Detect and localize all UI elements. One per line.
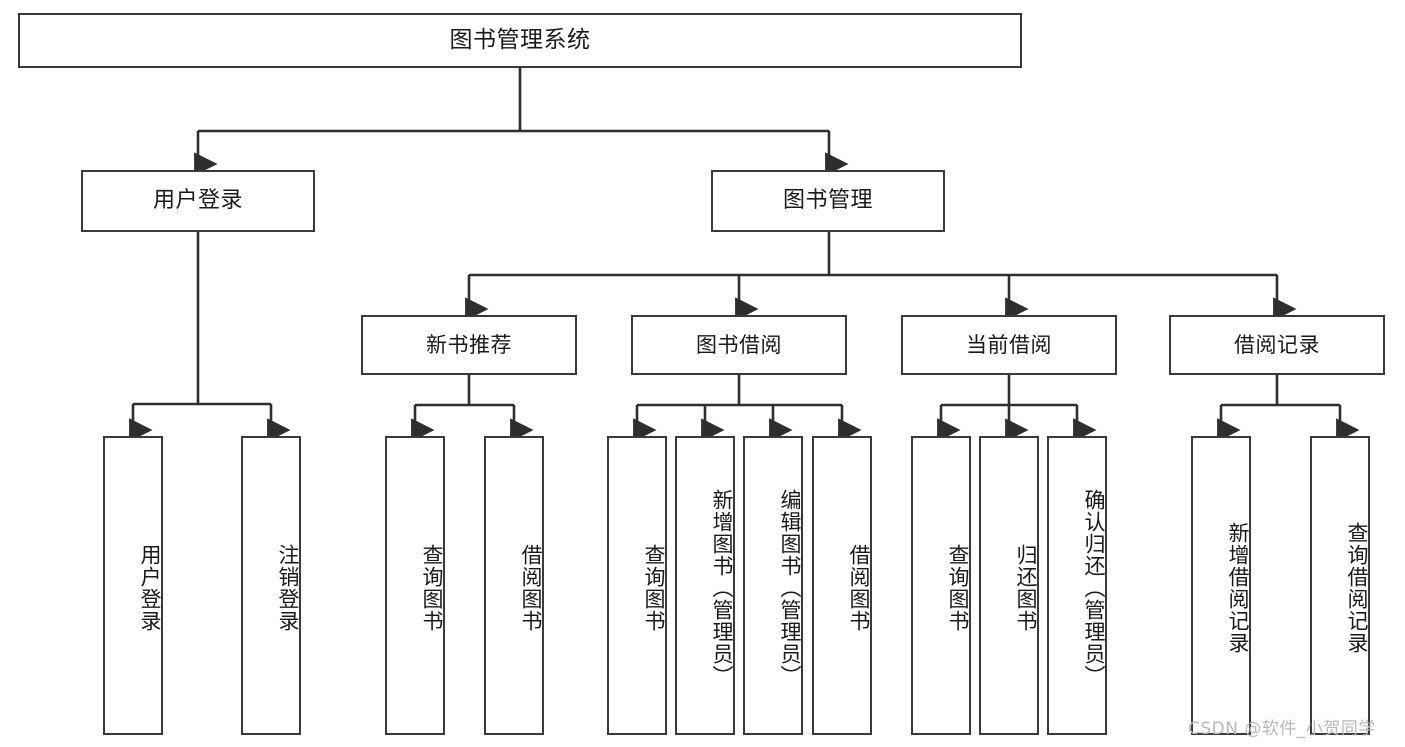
node-label: 新增图书（管理员） [710,488,734,687]
leaf-query-book-recommend[interactable]: 查询图书 [385,436,445,735]
node-label: 注销登录 [276,543,300,632]
node-new-book-recommend[interactable]: 新书推荐 [361,315,577,375]
leaf-edit-book-admin[interactable]: 编辑图书（管理员） [743,436,803,735]
leaf-borrow-book[interactable]: 借阅图书 [812,436,872,735]
node-label: 确认归还（管理员） [1082,488,1106,687]
leaf-query-borrow-record[interactable]: 查询借阅记录 [1310,436,1370,735]
node-label: 编辑图书（管理员） [778,488,802,687]
leaf-borrow-book-recommend[interactable]: 借阅图书 [484,436,544,735]
node-user-login[interactable]: 用户登录 [81,170,315,232]
node-label: 图书借阅 [696,332,782,357]
leaf-user-login[interactable]: 用户登录 [103,436,163,735]
node-label: 查询图书 [946,543,970,632]
node-label: 图书管理系统 [449,27,591,53]
node-label: 图书管理 [782,188,873,213]
node-book-management[interactable]: 图书管理 [711,170,945,232]
leaf-query-book-current[interactable]: 查询图书 [911,436,971,735]
node-label: 用户登录 [152,188,243,213]
node-label: 新增借阅记录 [1226,521,1250,654]
node-label: 查询图书 [420,543,444,632]
node-label: 当前借阅 [966,332,1052,357]
node-label: 新书推荐 [426,332,512,357]
node-label: 用户登录 [138,543,162,632]
node-borrow-record[interactable]: 借阅记录 [1169,315,1385,375]
node-root-system[interactable]: 图书管理系统 [18,13,1022,68]
leaf-confirm-return-admin[interactable]: 确认归还（管理员） [1047,436,1107,735]
node-current-borrow[interactable]: 当前借阅 [901,315,1117,375]
node-label: 查询借阅记录 [1345,521,1369,654]
node-label: 归还图书 [1014,543,1038,632]
node-book-borrow[interactable]: 图书借阅 [631,315,847,375]
leaf-logout[interactable]: 注销登录 [241,436,301,735]
node-label: 查询图书 [642,543,666,632]
node-label: 借阅图书 [519,543,543,632]
node-label: 借阅记录 [1234,332,1320,357]
leaf-add-borrow-record[interactable]: 新增借阅记录 [1191,436,1251,735]
leaf-return-book[interactable]: 归还图书 [979,436,1039,735]
leaf-add-book-admin[interactable]: 新增图书（管理员） [675,436,735,735]
leaf-query-book-borrow[interactable]: 查询图书 [607,436,667,735]
node-label: 借阅图书 [847,543,871,632]
watermark: CSDN @软件_小贺同学 [1188,719,1376,739]
